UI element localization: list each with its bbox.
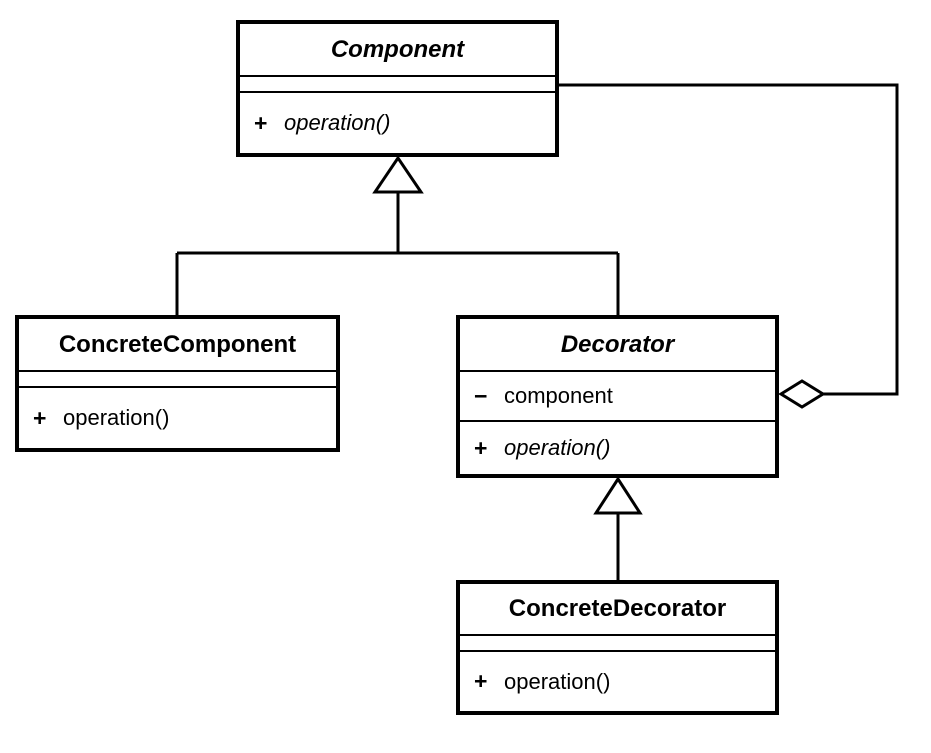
- generalization-to-decorator: [593, 476, 643, 581]
- visibility-marker: +: [474, 668, 488, 694]
- operations-compartment: + operation(): [240, 91, 555, 153]
- class-name-label: ConcreteDecorator: [508, 595, 727, 622]
- hollow-triangle-icon: [372, 155, 424, 194]
- class-name-label: Decorator: [560, 330, 675, 358]
- operations-compartment: + operation(): [460, 650, 775, 711]
- aggregation-decorator-component: [559, 83, 899, 409]
- attribute-label: component: [504, 383, 613, 408]
- operations-compartment: + operation(): [19, 386, 336, 448]
- class-box-concretedecorator[interactable]: ConcreteDecorator + operation(): [456, 580, 779, 715]
- operation-label: operation(): [63, 405, 170, 430]
- class-name-compartment: Component: [240, 24, 555, 75]
- operation-label: operation(): [284, 110, 391, 135]
- visibility-marker: +: [474, 434, 488, 461]
- class-name-compartment: ConcreteComponent: [19, 319, 336, 370]
- operation-row: + operation(): [19, 405, 169, 431]
- generalization-to-component: [175, 155, 620, 317]
- attribute-row: − component: [460, 383, 613, 409]
- class-name-compartment: Decorator: [460, 319, 775, 370]
- operation-row: + operation(): [240, 110, 390, 136]
- attributes-compartment: − component: [460, 370, 775, 420]
- operation-label: operation(): [504, 435, 611, 460]
- class-name-compartment: ConcreteDecorator: [460, 584, 775, 634]
- hollow-diamond-icon: [778, 379, 826, 409]
- visibility-marker: −: [474, 382, 488, 409]
- operation-label: operation(): [504, 668, 611, 694]
- attributes-compartment: [19, 370, 336, 386]
- class-name-label: Component: [330, 35, 465, 63]
- class-box-decorator[interactable]: Decorator − component + operation(): [456, 315, 779, 478]
- operation-row: + operation(): [460, 435, 610, 461]
- class-box-concretecomponent[interactable]: ConcreteComponent + operation(): [15, 315, 340, 452]
- aggregation-path: [559, 83, 899, 396]
- class-name-label: ConcreteComponent: [58, 330, 297, 358]
- visibility-marker: +: [33, 404, 47, 431]
- attributes-compartment: [240, 75, 555, 91]
- operation-row: + operation(): [460, 669, 610, 695]
- visibility-marker: +: [254, 109, 268, 136]
- hollow-triangle-icon: [593, 476, 643, 515]
- class-box-component[interactable]: Component + operation(): [236, 20, 559, 157]
- operations-compartment: + operation(): [460, 420, 775, 474]
- attributes-compartment: [460, 634, 775, 650]
